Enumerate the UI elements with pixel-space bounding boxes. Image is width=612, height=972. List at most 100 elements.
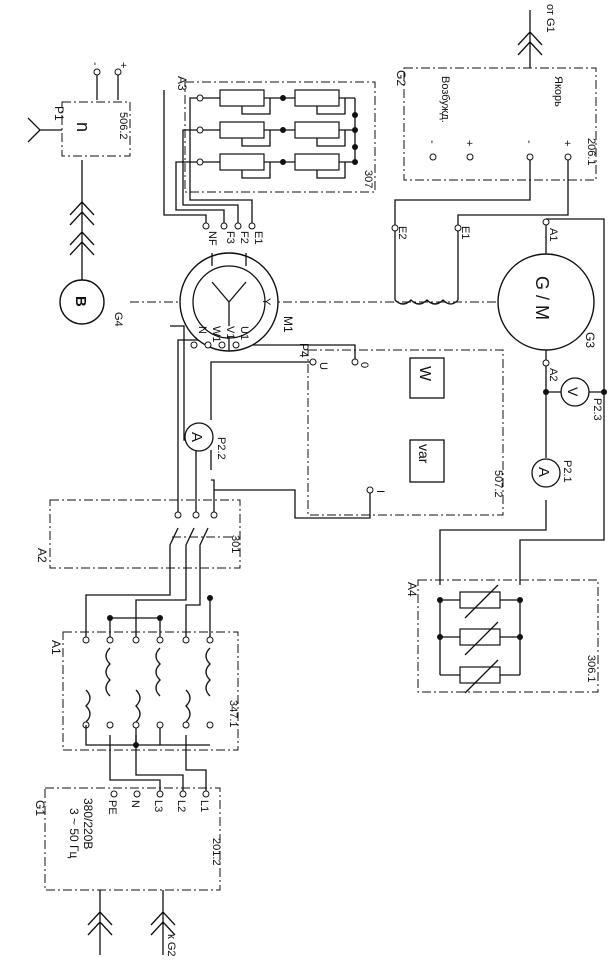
m1-label-f2: F2: [238, 231, 250, 244]
p1-symbol: n: [73, 122, 93, 132]
terminal-pe[interactable]: [110, 790, 118, 798]
meter-p23-voltmeter: V P2.3: [560, 377, 603, 421]
label-pe: PE: [106, 800, 118, 815]
a1-id: A1: [49, 640, 63, 655]
g2-armature-plus: +: [561, 140, 573, 146]
g1-code: 201.2: [210, 838, 222, 866]
coil-secondary-3: [185, 689, 191, 723]
g2-armature-label: Якорь: [552, 76, 564, 107]
g2-field-minus: -: [426, 140, 438, 144]
coil-secondary-2: [135, 689, 141, 723]
terminal-l3[interactable]: [156, 790, 164, 798]
machine-g4-tacho: B G4: [59, 160, 124, 327]
p4-terminal-0[interactable]: [351, 358, 359, 366]
coil-primary-2: [155, 647, 161, 697]
g2-cable-icon: [517, 10, 543, 68]
g1-rating: 380/220В: [81, 798, 95, 849]
g3-field-winding-icon: [394, 299, 459, 305]
m1-star-icon: [211, 281, 247, 326]
plug-icon-to-g2: [150, 890, 176, 955]
module-a1-transformer: A1 347.1: [49, 615, 239, 751]
p4-var-display: var: [416, 444, 432, 464]
p4-label-0: 0: [358, 362, 370, 368]
module-a2-switch: A2 301: [35, 499, 241, 569]
terminal-l1[interactable]: [202, 790, 210, 798]
wire-g3-a1-a4: [519, 218, 605, 585]
a1-star-bus: [85, 725, 210, 746]
p4-terminal-i[interactable]: [366, 486, 374, 494]
g4-id: G4: [112, 312, 124, 327]
plug-icon: [87, 890, 113, 955]
label-n: N: [129, 800, 141, 808]
g3-symbol: G / M: [532, 276, 552, 320]
a4-resistor-3: [459, 666, 501, 684]
wire-g1-a1: [109, 735, 207, 791]
module-a4-load: A4 306.1: [405, 579, 599, 694]
m1-label-v1: V1: [224, 326, 236, 339]
a1-primary-link: [109, 617, 161, 637]
g2-from-label: от G1: [544, 4, 556, 33]
wire-a2-p22: [211, 479, 215, 512]
g4-cable-icon: [69, 160, 95, 280]
m1-label-u1: U1: [238, 326, 250, 340]
p21-symbol: A: [535, 467, 552, 477]
a4-variable-arrows: [464, 584, 499, 694]
meter-p22-ammeter: A P2.2: [184, 422, 227, 460]
m1-label-f3: F3: [224, 231, 236, 244]
p4-watt-display: W: [416, 366, 433, 382]
module-a3-rheostat: A3 307: [175, 76, 376, 193]
g3-id: G3: [583, 332, 597, 348]
a4-resistor-2: [459, 628, 501, 646]
p4-id: P4: [297, 343, 311, 358]
g1-to-g2-label: к G2: [165, 934, 177, 957]
g1-id: G1: [33, 800, 47, 816]
p23-symbol: V: [565, 387, 581, 397]
meter-p21-ammeter: A P2.1: [531, 458, 573, 488]
g2-id: G2: [394, 70, 408, 86]
wire-a2-m1-w: [177, 330, 208, 512]
a4-code: 306.1: [585, 655, 597, 683]
label-l3: L3: [152, 800, 164, 812]
wire-a2-m1-n: [170, 325, 197, 512]
a1-code: 347.1: [227, 700, 239, 728]
wire-p22-p4: [210, 361, 310, 470]
coil-primary-3: [205, 647, 211, 697]
machine-g3: G / M G3 A1 A2: [497, 218, 597, 381]
machine-m1: Y M1 U1 V1 W1 N E1 F2 F3 NF: [179, 222, 295, 352]
module-p1-speed: P1 506.2 n - +: [27, 62, 131, 157]
p23-id: P2.3: [591, 398, 603, 421]
wire-a1-a2: [85, 565, 211, 637]
terminal-l2[interactable]: [179, 790, 187, 798]
m1-label-nf: NF: [206, 231, 218, 246]
a2-switch-contacts[interactable]: [169, 527, 209, 565]
terminal-n[interactable]: [133, 790, 141, 798]
a3-id: A3: [175, 76, 189, 91]
p1-plus: +: [117, 62, 129, 68]
p1-minus: -: [89, 62, 101, 66]
a2-id: A2: [35, 548, 49, 563]
g4-symbol: B: [72, 296, 89, 307]
label-l2: L2: [175, 800, 187, 812]
m1-id: M1: [281, 316, 295, 333]
m1-label-e1: E1: [252, 231, 264, 244]
g3-label-e2: E2: [396, 226, 408, 239]
a3-resistors: [200, 89, 356, 179]
p4-code: 507.2: [492, 470, 504, 498]
p1-cable-icon: [27, 117, 62, 143]
module-g2-dc-source: G2 206.1 Возбужд. Якорь - + - + от G1: [394, 4, 597, 181]
g3-label-a1: A1: [547, 228, 559, 241]
a4-id: A4: [405, 582, 419, 597]
a2-code: 301: [229, 535, 241, 553]
g3-label-a2: A2: [547, 368, 559, 381]
g3-label-e1: E1: [459, 226, 471, 239]
p21-id: P2.1: [561, 460, 573, 483]
label-l1: L1: [198, 800, 210, 812]
a1-terminals: [82, 636, 214, 729]
m1-label-n: N: [196, 326, 208, 334]
p4-terminal-u[interactable]: [309, 358, 317, 366]
g2-armature-minus: -: [523, 140, 535, 144]
p4-label-u: U: [317, 362, 329, 370]
g1-frequency: 3 ~ 50 Гц: [67, 808, 81, 859]
module-g1-source: G1 201.2 380/220В 3 ~ 50 Гц L1 L2 L3 N P…: [33, 787, 222, 957]
